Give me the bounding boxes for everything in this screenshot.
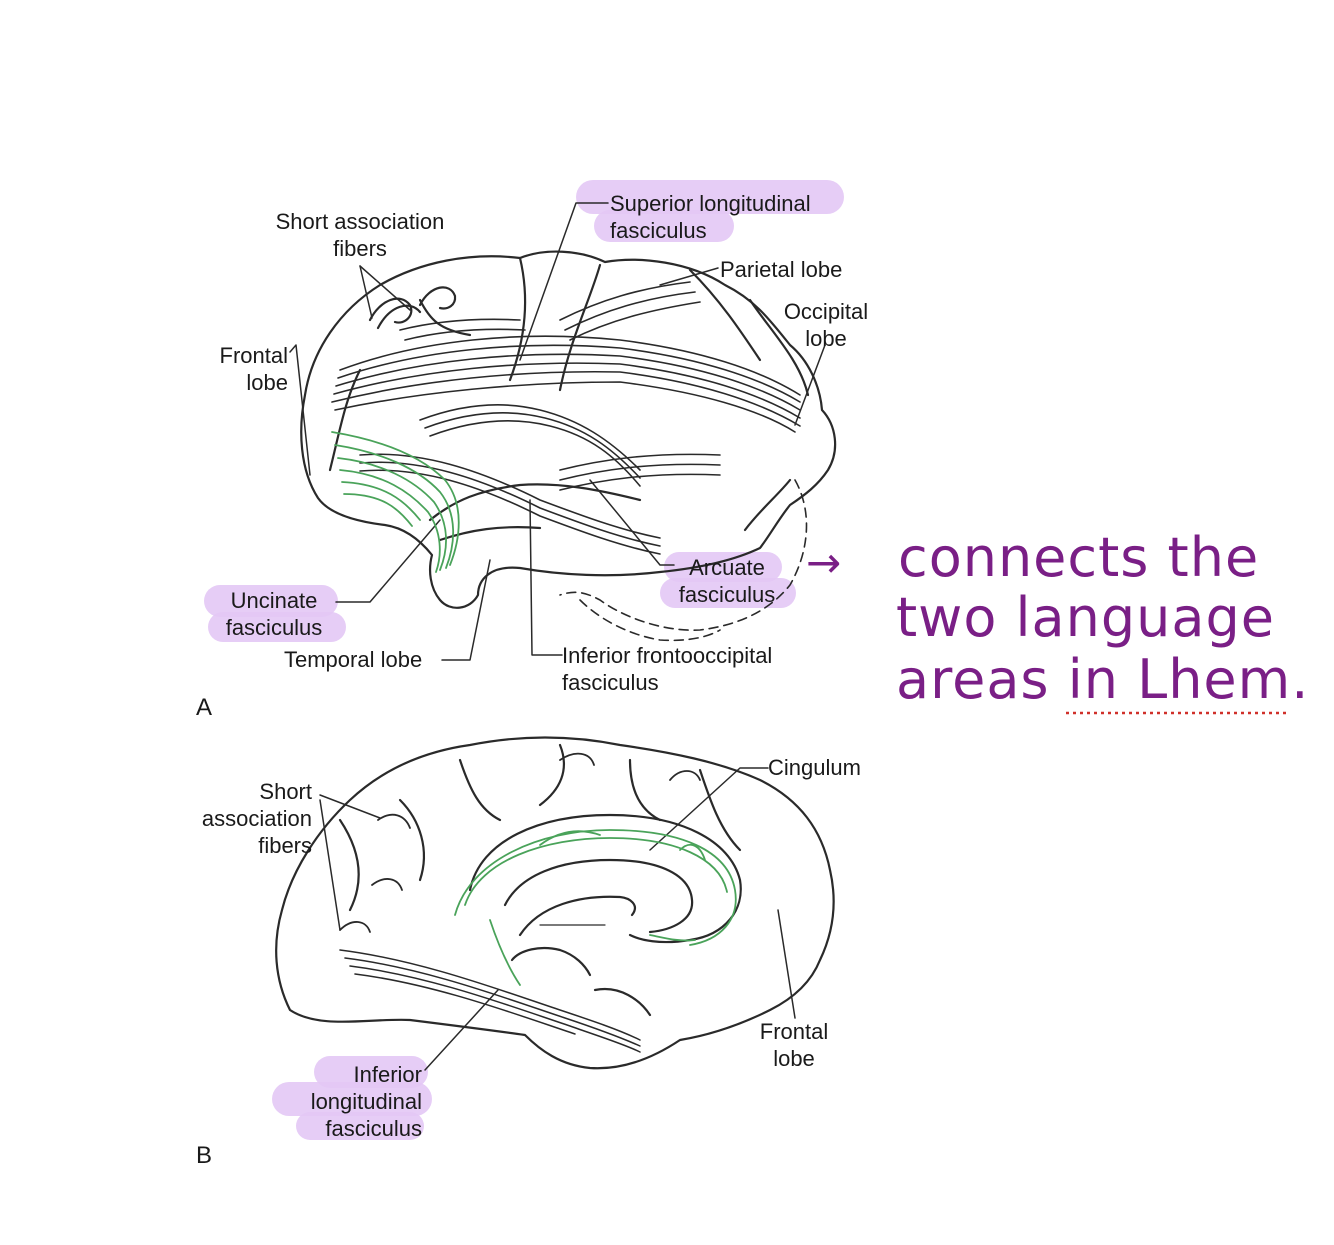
label-short-association-fibers-b-line-2: association <box>201 806 312 831</box>
highlight-superior-long-2 <box>594 210 734 242</box>
label-uncinate-fasciculus-line-1: Uncinate <box>230 588 318 613</box>
label-uncinate-fasciculus-line-2: fasciculus <box>225 615 323 640</box>
highlight-inferior-long-2 <box>272 1082 432 1116</box>
label-inferior-longitudinal-fasciculus-line-1: Inferior <box>353 1062 422 1087</box>
highlight-uncinate-2 <box>208 612 346 642</box>
label-frontal-lobe-a-line-1: Frontal <box>219 343 288 368</box>
highlight-arcuate-2 <box>660 578 796 608</box>
annotation-line-1: connects the <box>898 526 1260 589</box>
label-frontal-lobe-b-line-2: lobe <box>773 1046 815 1071</box>
highlight-uncinate-1 <box>204 585 338 617</box>
highlight-superior-long-1 <box>576 180 844 214</box>
brain-b-outline <box>275 736 835 1070</box>
label-inferior-frontooccipital-fasciculus-line-1: Inferior frontooccipital <box>562 643 773 668</box>
annotation-arrow: → <box>806 538 842 587</box>
label-frontal-lobe-b-line-1: Frontal <box>759 1019 829 1044</box>
label-inferior-longitudinal-fasciculus-line-3: fasciculus <box>325 1116 422 1141</box>
annotation-line-2: two language <box>896 586 1275 649</box>
label-cingulum: Cingulum <box>768 755 861 780</box>
label-superior-longitudinal-fasciculus-line-1: Superior longitudinal <box>610 191 811 216</box>
panel-label-a: A <box>196 694 213 721</box>
brain-a-outline <box>300 250 837 609</box>
label-parietal-lobe: Parietal lobe <box>720 257 843 282</box>
label-superior-longitudinal-fasciculus-line-2: fasciculus <box>610 218 707 243</box>
label-arcuate-fasciculus-line-1: Arcuate <box>689 555 765 580</box>
label-short-association-fibers-a-line-1: Short association <box>275 209 445 234</box>
highlight-arcuate-1 <box>664 552 782 582</box>
annotation-line-3: areas in Lhem. <box>896 648 1310 711</box>
label-short-association-fibers-b-line-3: fibers <box>258 833 312 858</box>
uncinate-tract <box>331 431 460 566</box>
label-frontal-lobe-a-line-2: lobe <box>246 370 288 395</box>
label-short-association-fibers-b-line-1: Short <box>259 779 312 804</box>
label-short-association-fibers-a-line-2: fibers <box>333 236 387 261</box>
label-temporal-lobe: Temporal lobe <box>284 647 423 672</box>
label-arcuate-fasciculus-line-2: fasciculus <box>678 582 776 607</box>
highlight-inferior-long-3 <box>296 1112 424 1140</box>
panel-label-b: B <box>196 1142 213 1169</box>
label-occipital-lobe-line-1: Occipital <box>783 299 869 324</box>
label-inferior-longitudinal-fasciculus-line-2: longitudinal <box>310 1089 422 1114</box>
label-occipital-lobe-line-2: lobe <box>805 326 847 351</box>
cingulum-tract <box>454 829 737 946</box>
label-inferior-frontooccipital-fasciculus-line-2: fasciculus <box>562 670 659 695</box>
